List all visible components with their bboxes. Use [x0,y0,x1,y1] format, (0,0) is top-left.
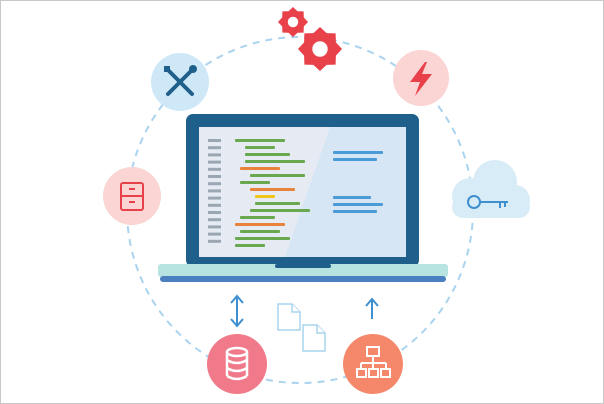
line-number [208,239,221,243]
line-number [208,225,221,229]
code-line [255,195,275,198]
code-line [235,237,290,240]
code-line [235,244,265,247]
code-line [240,181,270,184]
line-number [208,139,221,142]
code-line [235,139,285,142]
cloud-key-icon [452,160,530,218]
sync-arrow-icon [230,294,244,328]
upload-arrow-icon [365,297,379,319]
code-line [250,174,305,177]
line-number [208,203,221,207]
code-line [250,209,310,212]
line-number [208,146,221,150]
gears-icon [278,7,342,71]
code-line [245,160,305,163]
database-icon [207,334,267,394]
line-number [208,167,221,171]
line-number [208,153,221,157]
code-line [240,167,280,170]
documents-icon [277,303,326,352]
line-number [208,196,221,200]
sitemap-icon [343,334,403,394]
code-lines [235,139,310,247]
code-line [245,146,275,149]
line-numbers [208,139,221,243]
line-number [208,189,221,193]
code-line [240,216,275,219]
line-number [208,160,221,164]
line-number [208,211,221,214]
power-icon [393,50,449,106]
file-cabinet-icon [103,167,161,225]
code-line [240,230,280,233]
code-line [250,188,295,191]
code-line [255,202,300,205]
code-lines-right [333,151,383,213]
line-number [208,175,221,178]
line-number [208,182,221,186]
line-number [208,232,221,236]
laptop-icon [158,114,448,282]
line-number [208,218,221,222]
code-line [235,223,285,226]
code-line [245,153,290,156]
laptop-base [158,264,448,277]
laptop-notch [275,264,331,268]
tools-icon [151,53,209,111]
laptop-base-shadow [160,276,446,282]
